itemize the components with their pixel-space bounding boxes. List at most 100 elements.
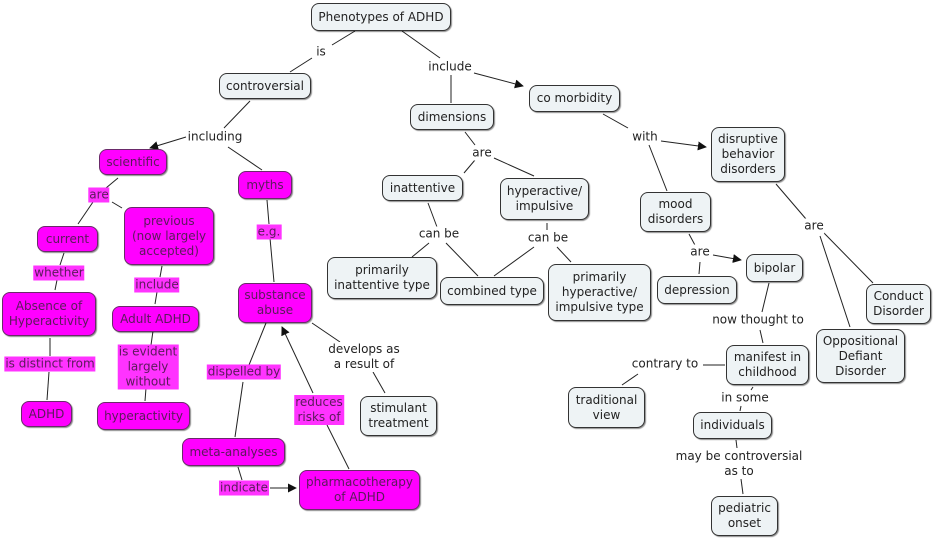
node-combined-type[interactable]: combined type — [440, 277, 544, 305]
link-line — [473, 72, 524, 89]
link-line — [648, 144, 668, 192]
link-line — [493, 157, 535, 177]
link-line — [144, 387, 147, 402]
link-line — [234, 381, 244, 438]
link-label-indicate: indicate — [219, 480, 269, 496]
node-phenotypes-of-adhd[interactable]: Phenotypes of ADHD — [311, 3, 451, 31]
node-co-morbidity[interactable]: co morbidity — [529, 85, 620, 112]
node-substance-abuse[interactable]: substance abuse — [238, 283, 312, 323]
link-label-are: are — [689, 244, 711, 260]
link-label-include: include — [134, 277, 180, 293]
link-label-can-be: can be — [526, 230, 570, 246]
link-line — [660, 140, 707, 151]
node-primarily-inattentive-type[interactable]: primarily inattentive type — [327, 257, 437, 299]
link-line — [602, 113, 629, 129]
link-line — [237, 466, 243, 481]
link-line — [463, 159, 476, 174]
node-absence-of-hyperactivity[interactable]: Absence of Hyperactivity — [2, 292, 96, 336]
link-line — [266, 199, 270, 225]
link-label-may-be-controversial-as-to: may be controversial as to — [674, 449, 804, 479]
link-line — [464, 131, 476, 146]
link-line — [46, 371, 50, 401]
link-line — [105, 177, 119, 189]
node-manifest-in-childhood[interactable]: manifest in childhood — [726, 345, 809, 385]
link-line — [372, 371, 386, 394]
link-line — [154, 291, 158, 305]
link-label-develops-as-a-result-of: develops as a result of — [327, 342, 401, 372]
node-primarily-hyperactive-impulsive-type[interactable]: primarily hyperactive/ impulsive type — [548, 264, 651, 321]
link-line — [281, 326, 314, 394]
link-line — [698, 261, 701, 275]
link-line — [54, 279, 58, 291]
link-line — [427, 202, 438, 228]
link-label-is-distinct-from: is distinct from — [4, 356, 96, 372]
node-bipolar[interactable]: bipolar — [746, 254, 803, 282]
link-label-is-evident-largely-without: is evident largely without — [117, 344, 179, 390]
node-mood-disorders[interactable]: mood disorders — [640, 192, 711, 232]
link-line — [223, 100, 251, 129]
link-line — [775, 183, 807, 220]
node-disruptive-behavior-disorders[interactable]: disruptive behavior disorders — [711, 127, 785, 182]
link-label-can-be: can be — [417, 226, 461, 242]
link-label-whether: whether — [33, 265, 85, 281]
link-line — [331, 30, 356, 46]
link-label-include: include — [427, 59, 473, 75]
link-label-eg: e.g. — [256, 224, 282, 240]
link-label-are: are — [88, 187, 110, 203]
link-line — [111, 201, 123, 209]
node-hyperactivity[interactable]: hyperactivity — [97, 402, 190, 430]
link-line — [77, 201, 94, 225]
link-label-now-thought-to: now thought to — [711, 312, 805, 328]
node-inattentive[interactable]: inattentive — [382, 175, 463, 201]
link-line — [822, 231, 874, 284]
link-line — [739, 405, 742, 412]
node-current[interactable]: current — [37, 226, 98, 252]
link-line — [750, 386, 754, 391]
link-line — [556, 246, 572, 263]
node-individuals[interactable]: individuals — [693, 412, 772, 439]
link-line — [401, 30, 441, 59]
node-adult-adhd[interactable]: Adult ADHD — [112, 306, 199, 332]
link-label-reduces-risks-of: reduces risks of — [294, 395, 344, 425]
node-pediatric-onset[interactable]: pediatric onset — [711, 496, 778, 536]
link-label-including: including — [186, 129, 244, 145]
link-line — [735, 439, 738, 449]
node-hyperactive-impulsive[interactable]: hyperactive/ impulsive — [500, 178, 589, 220]
link-line — [740, 478, 744, 495]
link-line — [445, 242, 479, 277]
link-label-in-some: in some — [720, 390, 770, 406]
link-line — [493, 246, 535, 277]
link-line — [149, 136, 187, 150]
node-pharmacotherapy-of-adhd[interactable]: pharmacotherapy of ADHD — [299, 470, 420, 510]
link-line — [759, 329, 764, 344]
link-line — [326, 424, 350, 470]
link-line — [411, 242, 430, 258]
node-adhd[interactable]: ADHD — [21, 401, 72, 427]
link-line — [819, 235, 851, 328]
link-label-are: are — [803, 218, 825, 234]
node-dimensions[interactable]: dimensions — [410, 104, 494, 130]
node-oppositional-defiant-disorder[interactable]: Oppositional Defiant Disorder — [816, 329, 905, 383]
node-controversial[interactable]: controversial — [219, 73, 311, 99]
node-traditional-view[interactable]: traditional view — [568, 387, 645, 428]
node-conduct-disorder[interactable]: Conduct Disorder — [866, 284, 931, 324]
link-line — [761, 282, 770, 313]
node-myths[interactable]: myths — [238, 171, 292, 199]
link-line — [621, 373, 639, 386]
link-label-are: are — [471, 145, 493, 161]
link-line — [311, 322, 341, 343]
link-line — [269, 237, 275, 283]
link-line — [289, 57, 313, 73]
node-depression[interactable]: depression — [657, 276, 737, 304]
link-line — [227, 146, 263, 171]
node-scientific[interactable]: scientific — [99, 149, 167, 175]
link-label-with: with — [631, 129, 659, 145]
link-label-contrary-to: contrary to — [630, 356, 700, 372]
link-line — [59, 252, 65, 266]
link-line — [150, 330, 154, 346]
node-stimulant-treatment[interactable]: stimulant treatment — [360, 396, 437, 436]
link-line — [248, 322, 267, 366]
node-meta-analyses[interactable]: meta-analyses — [182, 438, 285, 466]
node-previous[interactable]: previous (now largely accepted) — [124, 207, 214, 265]
